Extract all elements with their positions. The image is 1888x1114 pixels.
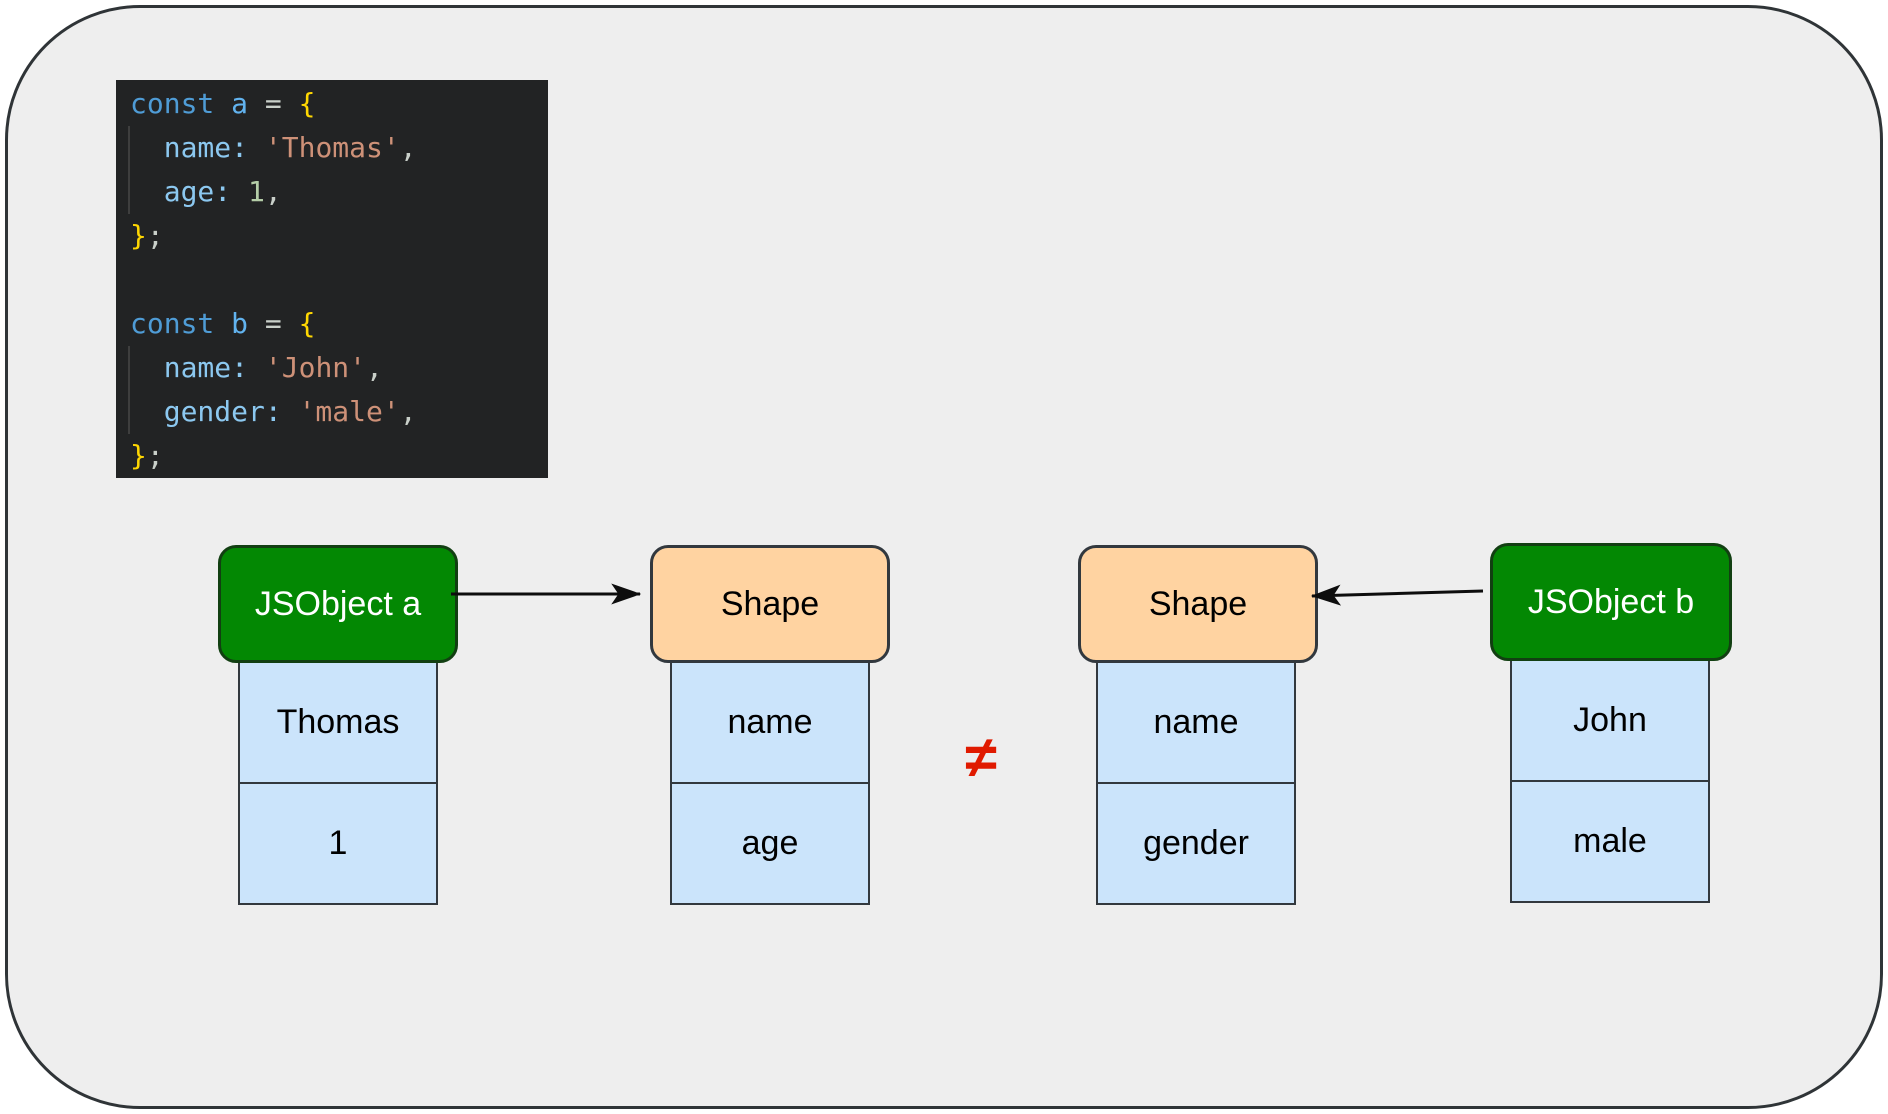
jsobject-b-values: John male (1510, 659, 1710, 903)
indent-guide (128, 346, 130, 434)
shape-b-box: Shape (1078, 545, 1318, 663)
code-token (282, 395, 299, 428)
code-token: ; (146, 439, 164, 472)
code-token: const (130, 87, 232, 120)
box-label: JSObject b (1527, 582, 1695, 621)
code-token: b (231, 307, 249, 340)
code-line: name: 'John', (130, 346, 548, 390)
box-label: JSObject a (254, 584, 422, 623)
code-token: , (399, 395, 417, 428)
code-token: ; (146, 219, 164, 252)
code-line: }; (130, 434, 548, 478)
shape-a-properties: name age (670, 661, 870, 905)
code-line: gender: 'male', (130, 390, 548, 434)
code-token: = (248, 307, 299, 340)
code-token: name: (130, 131, 249, 164)
value-cell: 1 (240, 782, 436, 903)
code-line: const b = { (130, 302, 548, 346)
shape-b-properties: name gender (1096, 661, 1296, 905)
code-snippet: const a = { name: 'Thomas', age: 1, }; c… (116, 80, 548, 478)
value-cell: name (672, 663, 868, 782)
code-line: }; (130, 214, 548, 258)
box-label: Shape (720, 584, 820, 623)
code-token: const (130, 307, 232, 340)
rounded-container: const a = { name: 'Thomas', age: 1, }; c… (5, 5, 1883, 1109)
cell-text: male (1573, 822, 1647, 860)
box-label: Shape (1148, 584, 1248, 623)
cell-text: 1 (328, 824, 348, 862)
code-token: , (264, 175, 282, 208)
value-cell: gender (1098, 782, 1294, 903)
code-token: } (130, 219, 147, 252)
code-token: 1 (248, 175, 265, 208)
code-line: age: 1, (130, 170, 548, 214)
not-equal-symbol: ≠ (965, 724, 997, 790)
code-token: , (399, 131, 417, 164)
code-token (231, 175, 248, 208)
value-cell: age (672, 782, 868, 903)
code-token: age: (130, 175, 232, 208)
cell-text: John (1573, 701, 1647, 739)
cell-text: name (1153, 703, 1239, 741)
code-line: const a = { (130, 82, 548, 126)
cell-text: Thomas (276, 703, 400, 741)
cell-text: gender (1143, 824, 1249, 862)
code-token: { (298, 87, 316, 120)
cell-text: name (727, 703, 813, 741)
jsobject-b-box: JSObject b (1490, 543, 1732, 661)
code-token (248, 131, 265, 164)
value-cell: Thomas (240, 663, 436, 782)
code-token: 'John' (264, 351, 367, 384)
code-line-blank (130, 258, 548, 302)
code-token: 'Thomas' (264, 131, 400, 164)
shape-a-box: Shape (650, 545, 890, 663)
code-token: a (231, 87, 249, 120)
code-line: name: 'Thomas', (130, 126, 548, 170)
jsobject-a-values: Thomas 1 (238, 661, 438, 905)
code-token: gender: (130, 395, 282, 428)
code-token: , (366, 351, 383, 384)
code-token: { (298, 307, 316, 340)
code-token: } (130, 439, 147, 472)
code-token: = (248, 87, 299, 120)
code-token: 'male' (298, 395, 400, 428)
indent-guide (128, 126, 130, 214)
value-cell: name (1098, 663, 1294, 782)
cell-text: age (741, 824, 799, 862)
value-cell: John (1512, 661, 1708, 780)
jsobject-a-box: JSObject a (218, 545, 458, 663)
code-token: name: (130, 351, 249, 384)
value-cell: male (1512, 780, 1708, 901)
code-token (248, 351, 265, 384)
